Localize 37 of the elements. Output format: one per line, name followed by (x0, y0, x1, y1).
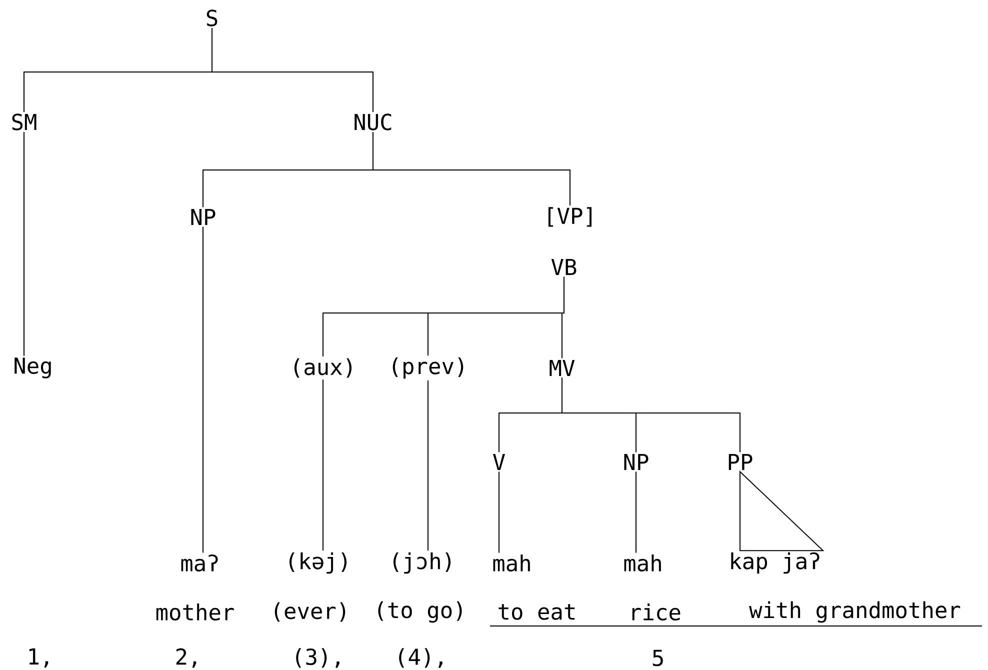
category-label: (prev) (392, 357, 464, 379)
category-label: MV (550, 360, 575, 376)
tree-branch (562, 276, 564, 359)
gloss: (to go) (378, 601, 462, 623)
category-label: (jɔh) (393, 552, 451, 574)
tree-branch (322, 379, 324, 552)
tree-branch (202, 226, 204, 554)
constituent-number: (4), (399, 648, 442, 668)
category-label: S (206, 10, 218, 26)
category-label: mah (493, 554, 530, 572)
constituent-number: 1, (29, 648, 48, 668)
category-label: mah (624, 554, 661, 572)
gloss: with grandmother (749, 601, 960, 623)
constituent-number: (3), (296, 648, 340, 668)
gloss: mother (156, 603, 234, 621)
category-label: VB (551, 258, 576, 276)
category-label: NUC (354, 114, 392, 130)
category-label: V (493, 454, 506, 470)
category-label: NP (624, 454, 648, 470)
tree-branch (212, 28, 374, 112)
constituent-number: 5 (652, 650, 663, 666)
constituent-number: 2, (176, 648, 196, 668)
gloss: (ever) (274, 602, 346, 622)
category-label: (aux) (294, 358, 352, 378)
tree-branch (498, 471, 500, 554)
category-label: kap jaʔ (731, 552, 820, 574)
category-label: SM (12, 114, 36, 130)
category-label: (kəj) (289, 552, 347, 574)
tree-branch (372, 132, 570, 206)
category-label: PP (728, 454, 752, 470)
category-label: maʔ (181, 554, 218, 572)
category-label: [VP] (548, 207, 592, 227)
gloss: to eat (498, 604, 575, 620)
tree-branch (562, 377, 740, 453)
gloss: rice (632, 603, 680, 621)
category-label: Neg (14, 358, 51, 378)
category-label: NP (191, 208, 216, 226)
